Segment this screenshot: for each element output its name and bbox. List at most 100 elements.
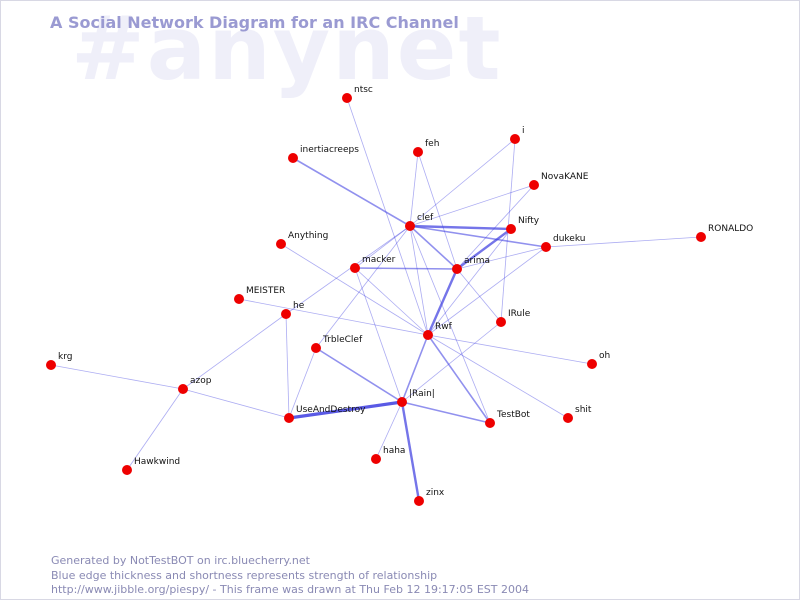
- node-label: inertiacreeps: [300, 145, 359, 155]
- node-dot: [452, 264, 462, 274]
- edge-Nifty-arima: [456, 228, 512, 270]
- node-label: ntsc: [354, 85, 373, 95]
- node-dot: [234, 294, 244, 304]
- edge-clef-TestBot: [409, 225, 491, 424]
- node-shit: shit: [563, 405, 592, 423]
- node-Nifty: Nifty: [506, 216, 540, 234]
- node-label: TrbleClef: [322, 335, 363, 345]
- edge-clef-dukeku: [409, 225, 547, 248]
- node-i: i: [510, 126, 525, 144]
- node-inertiacreeps: inertiacreeps: [288, 145, 359, 163]
- node-dot: [563, 413, 573, 423]
- edge-Rwf-Rain: [401, 334, 429, 403]
- node-TrbleClef: TrbleClef: [311, 335, 363, 353]
- edge-arima-Rwf: [426, 268, 459, 336]
- node-zinx: zinx: [414, 488, 445, 506]
- node-dot: [284, 413, 294, 423]
- edge-IRule-Rain: [401, 321, 502, 403]
- node-Rwf: Rwf: [423, 322, 453, 340]
- edge-feh-arima: [417, 151, 458, 270]
- node-dot: [423, 330, 433, 340]
- node-MEISTER: MEISTER: [234, 286, 285, 304]
- node-dot: [414, 496, 424, 506]
- node-dot: [276, 239, 286, 249]
- node-arima: arima: [452, 256, 490, 274]
- node-UseAndDestroy: UseAndDestroy: [284, 405, 366, 423]
- edge-i-clef: [409, 138, 516, 227]
- edge-macker-Rwf: [354, 267, 429, 336]
- edge-Rwf-oh: [427, 334, 593, 365]
- edge-Anything-Rwf: [280, 243, 429, 336]
- node-Rain: |Rain|: [397, 389, 435, 407]
- node-dot: [350, 263, 360, 273]
- node-dot: [397, 397, 407, 407]
- edge-clef-macker: [354, 225, 411, 269]
- channel-watermark: #anynet: [71, 0, 503, 100]
- node-RONALDO: RONALDO: [696, 224, 753, 242]
- node-azop: azop: [178, 376, 212, 394]
- node-label: UseAndDestroy: [296, 405, 366, 415]
- node-dot: [496, 317, 506, 327]
- edge-dukeku-RONALDO: [545, 236, 702, 248]
- node-label: azop: [190, 376, 212, 386]
- node-label: TestBot: [496, 410, 530, 420]
- node-dot: [587, 359, 597, 369]
- node-dot: [696, 232, 706, 242]
- node-krg: krg: [46, 352, 72, 370]
- edge-MEISTER-Rwf: [238, 298, 429, 336]
- node-dot: [506, 224, 516, 234]
- node-dot: [178, 384, 188, 394]
- edge-Rain-TestBot: [401, 401, 491, 424]
- edge-azop-UseAndDestroy: [182, 388, 290, 419]
- node-label: NovaKANE: [541, 172, 589, 182]
- node-label: Anything: [288, 231, 328, 241]
- node-label: i: [522, 126, 525, 136]
- node-clef: clef: [405, 213, 434, 231]
- edge-Rwf-TestBot: [427, 334, 491, 424]
- node-label: clef: [417, 213, 434, 223]
- node-label: MEISTER: [246, 286, 285, 296]
- edge-azop-Hawkwind: [126, 388, 184, 471]
- node-dot: [342, 93, 352, 103]
- edge-NovaKANE-clef: [409, 184, 535, 227]
- node-dot: [541, 242, 551, 252]
- node-label: zinx: [426, 488, 445, 498]
- node-label: feh: [425, 139, 439, 149]
- edge-NovaKANE-arima: [456, 184, 535, 270]
- node-label: Hawkwind: [134, 457, 180, 467]
- node-NovaKANE: NovaKANE: [529, 172, 589, 190]
- edge-feh-clef: [409, 151, 419, 227]
- node-dot: [529, 180, 539, 190]
- edge-Nifty-Rwf: [427, 228, 512, 336]
- footer-legend-note: Blue edge thickness and shortness repres…: [51, 568, 438, 582]
- node-dot: [510, 134, 520, 144]
- node-he: he: [281, 301, 305, 319]
- edge-clef-arima: [409, 225, 458, 270]
- node-dot: [281, 309, 291, 319]
- node-label: oh: [599, 351, 610, 361]
- edge-he-UseAndDestroy: [285, 313, 290, 419]
- node-label: dukeku: [553, 234, 585, 244]
- node-dot: [371, 454, 381, 464]
- node-label: haha: [383, 446, 405, 456]
- edge-macker-Rain: [354, 267, 403, 403]
- node-dot: [122, 465, 132, 475]
- node-feh: feh: [413, 139, 439, 157]
- node-label: krg: [58, 352, 72, 362]
- edge-krg-azop: [50, 364, 184, 390]
- node-haha: haha: [371, 446, 405, 464]
- node-dot: [46, 360, 56, 370]
- node-dot: [311, 343, 321, 353]
- edge-clef-Rwf: [409, 225, 429, 336]
- node-label: shit: [575, 405, 592, 415]
- edge-dukeku-Rwf: [427, 246, 547, 336]
- node-ntsc: ntsc: [342, 85, 373, 103]
- edge-Rain-UseAndDestroy: [288, 400, 403, 420]
- node-TestBot: TestBot: [485, 410, 530, 428]
- edge-he-azop: [182, 313, 287, 390]
- edge-clef-Nifty: [409, 224, 512, 231]
- node-label: arima: [464, 256, 490, 266]
